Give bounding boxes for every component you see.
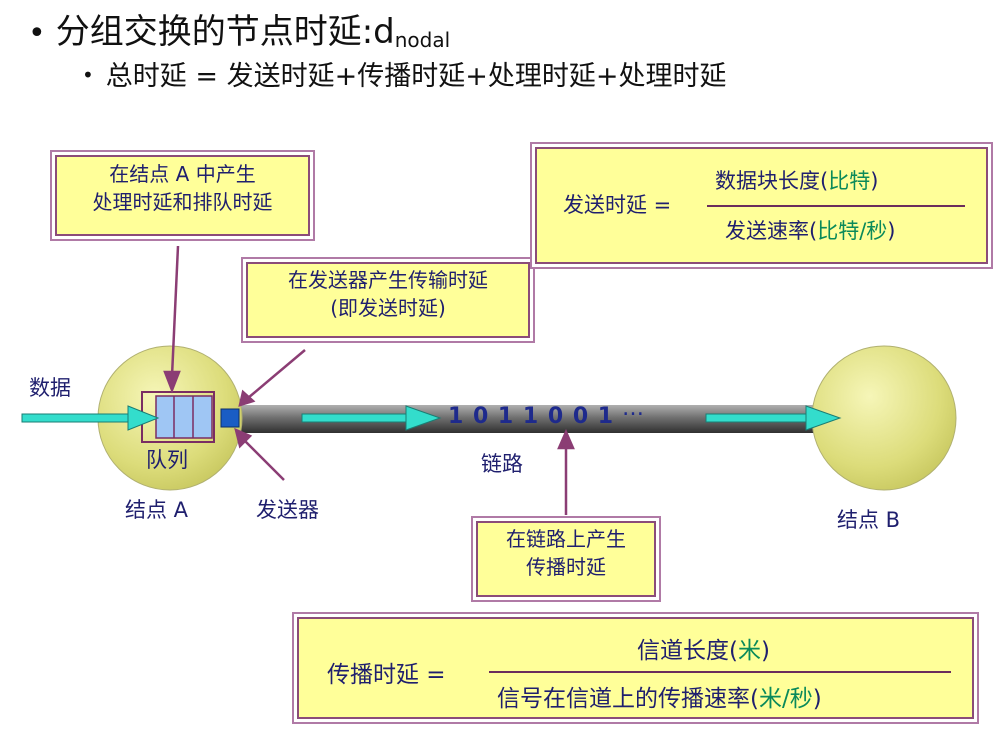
queue-label: 队列	[146, 448, 188, 472]
node-a-label: 结点 A	[125, 498, 189, 522]
sub-heading-text: 总时延 = 发送时延+传播时延+处理时延+处理时延	[105, 61, 727, 92]
paren-close: )	[887, 219, 896, 243]
callout-node-a-line2: 处理时延和排队时延	[92, 190, 273, 214]
callout-link-line1: 在链路上产生	[506, 527, 626, 551]
callout-sender-line1: 在发送器产生传输时延	[288, 268, 488, 292]
paren-open: (	[729, 638, 738, 664]
callout-sender-line2: (即发送时延)	[330, 296, 446, 320]
paren-open: (	[809, 219, 818, 243]
data-label: 数据	[29, 376, 71, 400]
link-ellipsis: …	[622, 396, 644, 421]
propagation-formula-box: 传播时延 = 信道长度(米) 信号在信道上的传播速率(米/秒)	[297, 617, 974, 719]
link-label: 链路	[481, 452, 523, 476]
callout-node-a: 在结点 A 中产生 处理时延和排队时延	[55, 155, 310, 236]
denominator-unit: 比特/秒	[817, 219, 888, 243]
pointer-sender-label	[243, 439, 285, 481]
denominator-unit: 米/秒	[758, 686, 813, 712]
node-b-label: 结点 B	[837, 508, 901, 532]
transmission-fraction-bar	[707, 205, 965, 207]
pointer-sender-callout	[247, 349, 306, 399]
denominator-text: 信号在信道上的传播速率	[497, 686, 750, 712]
propagation-formula-numerator: 信道长度(米)	[637, 631, 770, 665]
callout-link-line2: 传播时延	[526, 555, 606, 579]
transmission-formula-box: 发送时延 = 数据块长度(比特) 发送速率(比特/秒)	[535, 147, 988, 264]
transmission-formula-numerator: 数据块长度(比特)	[715, 165, 878, 195]
pointer-sender-callout-head	[238, 389, 256, 407]
denominator-text: 发送速率	[725, 219, 809, 243]
propagation-formula-lhs: 传播时延 =	[327, 662, 446, 688]
paren-open: (	[820, 169, 829, 193]
pointer-link-head	[557, 428, 575, 450]
link-arrow-left	[301, 405, 442, 431]
link-bits: 1 0 1 1 0 0 1	[448, 404, 615, 429]
propagation-formula-denominator: 信号在信道上的传播速率(米/秒)	[497, 679, 822, 713]
sub-heading: • 总时延 = 发送时延+传播时延+处理时延+处理时延	[82, 54, 726, 93]
callout-link: 在链路上产生 传播时延	[476, 521, 656, 597]
sender-label: 发送器	[256, 498, 319, 522]
pointer-node-a-head	[163, 370, 181, 394]
paren-close: )	[760, 638, 770, 664]
main-heading-subscript: nodal	[394, 28, 451, 52]
transmission-formula-lhs: 发送时延 =	[563, 193, 672, 217]
incoming-arrow	[21, 405, 160, 431]
paren-close: )	[812, 686, 822, 712]
callout-sender: 在发送器产生传输时延 (即发送时延)	[246, 262, 530, 338]
main-heading-text: 分组交换的节点时延:d	[55, 12, 395, 52]
bullet-dot: •	[82, 63, 94, 87]
link-arrow-right	[705, 405, 842, 431]
main-heading: • 分组交换的节点时延:dnodal	[28, 4, 450, 53]
transmission-formula-denominator: 发送速率(比特/秒)	[725, 215, 895, 245]
bullet-dot: •	[28, 16, 46, 51]
numerator-text: 数据块长度	[715, 169, 820, 193]
numerator-text: 信道长度	[637, 638, 729, 664]
sender-square	[220, 408, 240, 428]
pointer-node-a	[170, 245, 180, 377]
paren-open: (	[750, 686, 759, 712]
pointer-sender-label-head	[234, 427, 253, 449]
paren-close: )	[870, 169, 879, 193]
propagation-fraction-bar	[489, 671, 951, 673]
callout-node-a-line1: 在结点 A 中产生	[109, 162, 256, 186]
numerator-unit: 比特	[828, 169, 871, 193]
numerator-unit: 米	[737, 638, 761, 664]
